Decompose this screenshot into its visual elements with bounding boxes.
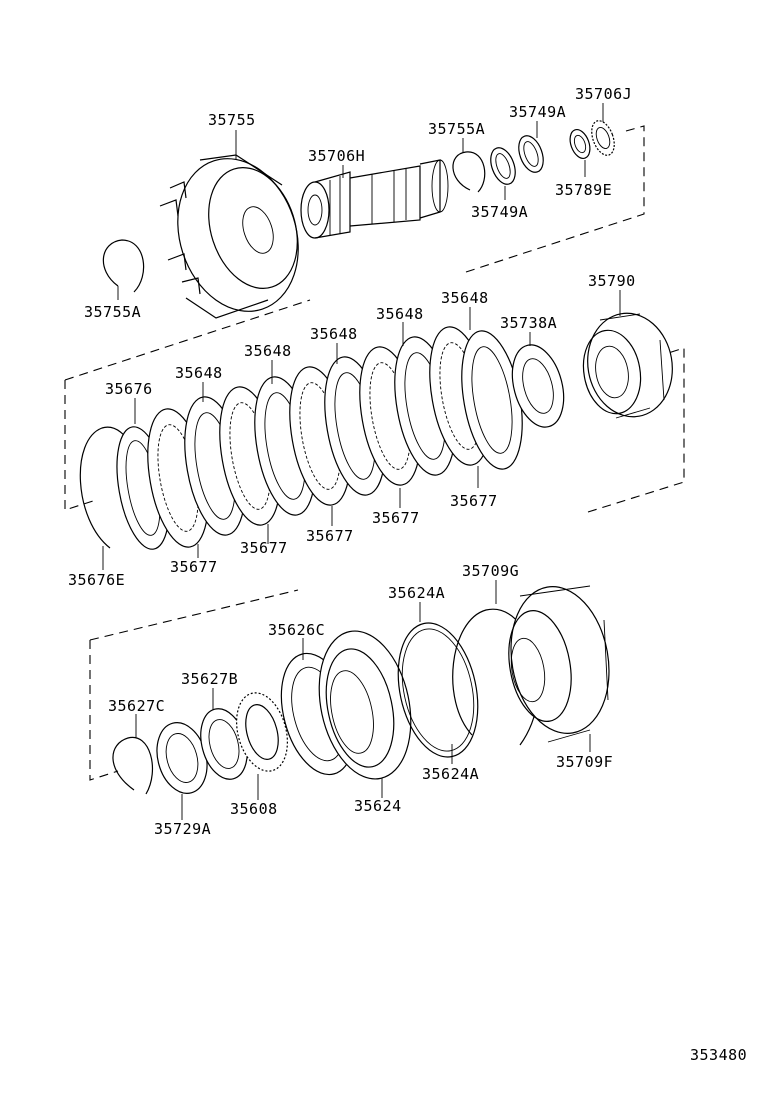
label-35648-b: 35648: [376, 305, 424, 323]
label-35676: 35676: [105, 380, 153, 398]
label-35677-a: 35677: [450, 492, 498, 510]
label-35648-e: 35648: [175, 364, 223, 382]
label-35624A-top: 35624A: [388, 584, 445, 602]
label-35755A-top: 35755A: [428, 120, 485, 138]
label-35706H: 35706H: [308, 147, 365, 165]
part-35755A-snap-ring-top: [452, 151, 486, 193]
label-35790: 35790: [588, 272, 636, 290]
label-35709F: 35709F: [556, 753, 613, 771]
label-35749A-top: 35749A: [509, 103, 566, 121]
part-labels: 35706J 35749A 35755 35755A 35706H 35789E…: [68, 85, 636, 838]
label-35789E: 35789E: [555, 181, 612, 199]
part-35608-spring-set: [236, 692, 288, 772]
part-35755A-snap-ring-left: [102, 239, 145, 293]
group-boundary-lines: [64, 125, 685, 781]
label-35706J: 35706J: [575, 85, 632, 103]
label-35755: 35755: [208, 111, 256, 129]
label-35627B: 35627B: [181, 670, 238, 688]
label-35677-d: 35677: [240, 539, 288, 557]
label-35749A-bottom: 35749A: [471, 203, 528, 221]
label-35677-c: 35677: [306, 527, 354, 545]
part-35709F-drum: [508, 585, 610, 743]
label-35624A-bottom: 35624A: [422, 765, 479, 783]
part-35749A-rings: [490, 135, 544, 185]
label-35676E: 35676E: [68, 571, 125, 589]
part-35790-one-way-clutch: [582, 312, 673, 419]
label-35677-b: 35677: [372, 509, 420, 527]
label-35624: 35624: [354, 797, 402, 815]
part-35706J-thrust-bearing: [591, 120, 615, 156]
part-35789E-race: [569, 128, 591, 160]
part-35755-drum: [159, 154, 299, 319]
diagram-id: 353480: [690, 1046, 747, 1064]
label-35627C: 35627C: [108, 697, 165, 715]
part-35738A-retainer: [511, 344, 565, 428]
label-35626C: 35626C: [268, 621, 325, 639]
part-35706H-shaft: [300, 159, 449, 239]
part-35627C-snap-ring: [112, 736, 154, 795]
label-35608: 35608: [230, 800, 278, 818]
label-35709G: 35709G: [462, 562, 519, 580]
label-35738A: 35738A: [500, 314, 557, 332]
label-35648-a: 35648: [441, 289, 489, 307]
label-35729A: 35729A: [154, 820, 211, 838]
label-35648-d: 35648: [244, 342, 292, 360]
clutch-pack: [79, 326, 523, 550]
part-35624-piston: [318, 630, 412, 780]
label-35677-e: 35677: [170, 558, 218, 576]
label-35648-c: 35648: [310, 325, 358, 343]
leader-lines: [102, 103, 621, 820]
label-35755A-left: 35755A: [84, 303, 141, 321]
